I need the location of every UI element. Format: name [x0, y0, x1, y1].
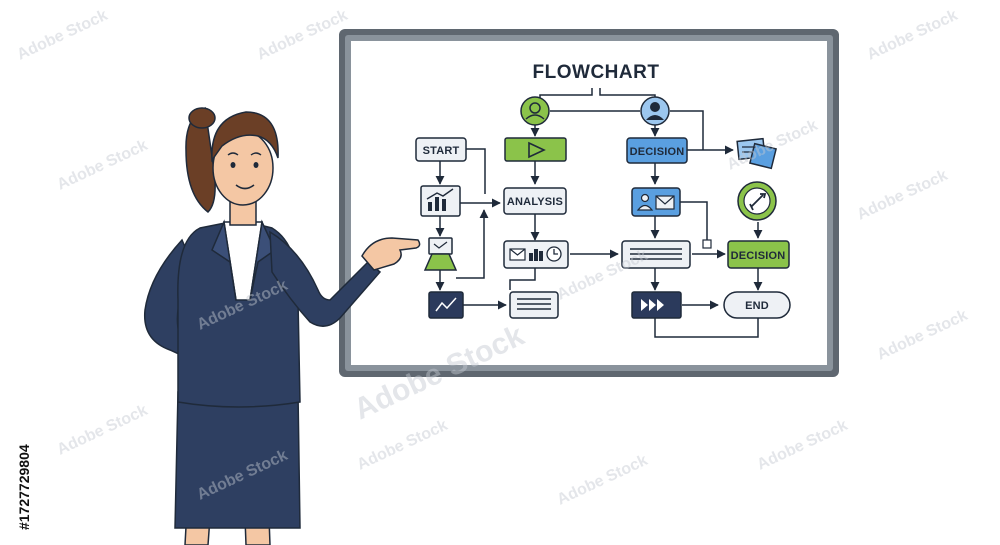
watermark-text: Adobe Stock: [15, 7, 111, 64]
contact-node: [631, 187, 681, 217]
watermark-text: Adobe Stock: [55, 402, 151, 459]
decision-top-label: DECISION: [630, 146, 685, 158]
bar-chart-icon: [529, 249, 543, 261]
watermark-text: Adobe Stock: [865, 7, 961, 64]
user-circle-icon: [640, 96, 670, 126]
watermark-text: Adobe Stock: [255, 7, 351, 64]
decision-node-top: [626, 137, 688, 164]
user-icon: [636, 193, 654, 211]
eye: [230, 162, 236, 168]
watermark-text: Adobe Stock: [755, 417, 851, 474]
connector: [670, 110, 704, 150]
monitor-icon: [423, 237, 458, 271]
eye: [253, 162, 259, 168]
clock-icon: [546, 246, 562, 262]
decision-right-label: DECISION: [731, 250, 786, 262]
hand: [361, 237, 421, 271]
watermark-text: Adobe Stock: [555, 452, 651, 509]
junction-box: [702, 239, 712, 249]
documents-icon: [736, 137, 778, 170]
hair: [185, 106, 216, 213]
hair: [211, 111, 279, 163]
connector: [654, 318, 759, 338]
process-node: [504, 137, 567, 162]
connectors: [435, 88, 763, 338]
hair-bun: [188, 107, 216, 129]
trend-chart-icon: [428, 291, 464, 319]
fast-forward-icon: [631, 291, 682, 319]
bar-chart-icon: [420, 185, 461, 217]
smile: [235, 184, 255, 190]
connector: [680, 201, 708, 240]
whiteboard: [339, 29, 839, 377]
connector: [509, 268, 536, 290]
watermark-text: Adobe Stock: [355, 417, 451, 474]
user-circle-icon: [520, 96, 550, 126]
watermark-text: Adobe Stock: [55, 137, 151, 194]
watermark-text: Adobe Stock: [855, 167, 951, 224]
text-lines-icon: [509, 291, 559, 319]
end-node: [723, 291, 791, 319]
analysis-node: [503, 187, 567, 215]
start-node: [415, 137, 467, 162]
presenter-woman: [143, 106, 421, 545]
tools-icon: [737, 181, 777, 221]
text-lines-icon: [621, 240, 691, 269]
end-label: END: [745, 300, 769, 312]
play-icon: [528, 141, 546, 159]
tasks-node: [503, 240, 569, 269]
connector: [466, 148, 486, 194]
mail-icon: [509, 248, 526, 261]
mail-icon: [655, 195, 675, 210]
start-label: START: [423, 145, 460, 157]
connector: [456, 209, 489, 279]
lapel: [211, 219, 237, 301]
stock-id: #1727729804: [16, 444, 32, 530]
eyebrows: [227, 152, 262, 156]
flowchart-title: FLOWCHART: [533, 62, 660, 83]
watermark-text: Adobe Stock: [875, 307, 971, 364]
decision-node-right: [727, 240, 790, 269]
analysis-label: ANALYSIS: [507, 196, 563, 208]
